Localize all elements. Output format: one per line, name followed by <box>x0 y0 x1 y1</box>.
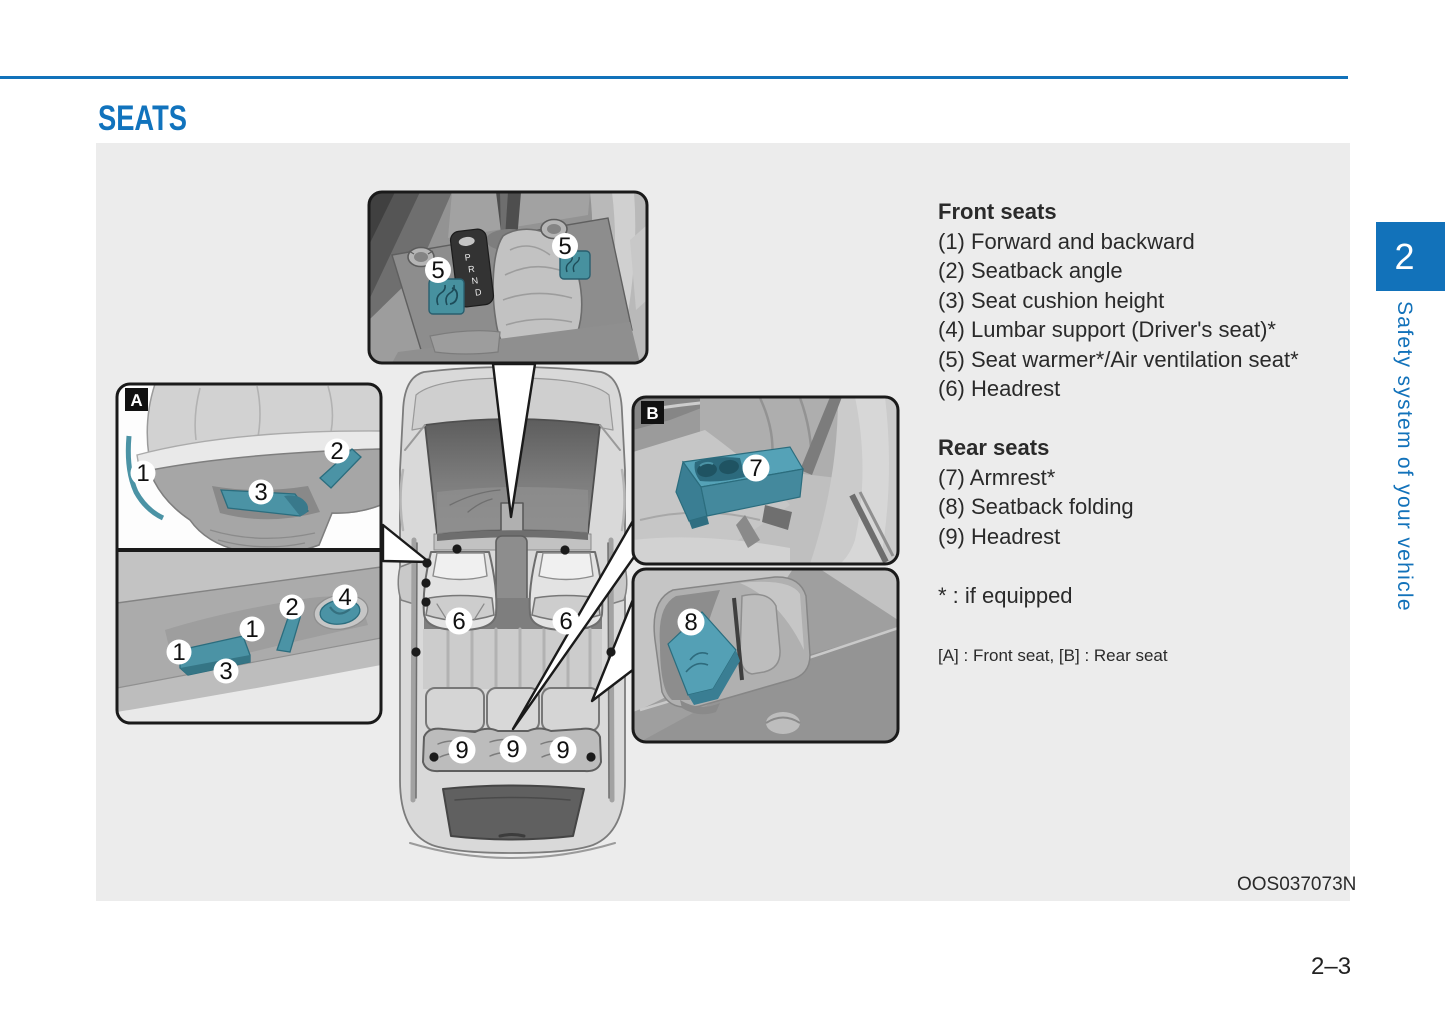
svg-text:B: B <box>646 404 658 423</box>
svg-text:5: 5 <box>431 257 444 284</box>
svg-text:R: R <box>468 264 476 275</box>
svg-text:4: 4 <box>338 584 351 611</box>
svg-text:P: P <box>464 252 471 263</box>
svg-text:9: 9 <box>455 737 468 764</box>
svg-text:2: 2 <box>285 594 298 621</box>
svg-text:6: 6 <box>559 608 572 635</box>
svg-text:3: 3 <box>219 658 232 685</box>
svg-text:D: D <box>474 287 482 298</box>
svg-text:1: 1 <box>245 616 258 643</box>
svg-text:8: 8 <box>684 609 697 636</box>
svg-text:1: 1 <box>172 639 185 666</box>
svg-text:6: 6 <box>452 608 465 635</box>
svg-text:1: 1 <box>136 460 149 487</box>
svg-text:N: N <box>471 275 479 286</box>
svg-text:9: 9 <box>506 736 519 763</box>
svg-text:3: 3 <box>254 479 267 506</box>
svg-text:7: 7 <box>749 455 762 482</box>
svg-text:A: A <box>130 391 142 410</box>
svg-text:5: 5 <box>558 233 571 260</box>
svg-text:9: 9 <box>556 737 569 764</box>
svg-text:2: 2 <box>330 438 343 465</box>
